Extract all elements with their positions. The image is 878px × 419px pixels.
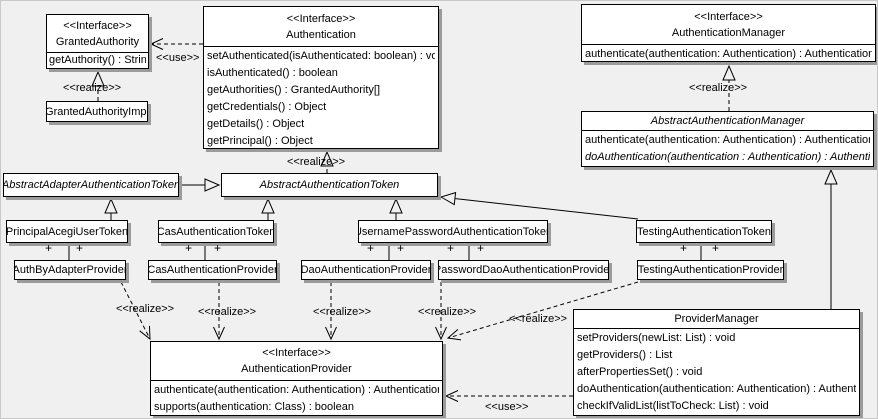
- association-end-plus: +: [397, 241, 405, 255]
- realize-label: <<realize>>: [116, 303, 175, 315]
- class-name: AbstractAuthenticationManager: [650, 115, 805, 127]
- realize-label: <<realize>>: [689, 82, 748, 94]
- class-name: UsernamePasswordAuthenticationToken: [358, 225, 548, 238]
- stereotype-label: <<Interface>>: [63, 20, 132, 32]
- class-authentication-manager[interactable]: <<Interface>> AuthenticationManager auth…: [581, 4, 876, 62]
- class-name: AuthenticationManager: [671, 27, 786, 39]
- class-granted-authority[interactable]: <<Interface>> GrantedAuthority getAuthor…: [46, 14, 149, 69]
- class-abstract-adapter-authentication-token[interactable]: AbstractAdapterAuthenticationToken: [3, 173, 179, 197]
- class-abstract-authentication-manager[interactable]: AbstractAuthenticationManager authentica…: [581, 111, 874, 167]
- class-authentication-provider[interactable]: <<Interface>> AuthenticationProvider aut…: [150, 341, 443, 416]
- use-label: <<use>>: [156, 52, 200, 64]
- realize-label: <<realize>>: [287, 156, 346, 168]
- class-name: DaoAuthenticationProvider: [301, 264, 431, 276]
- class-name: AuthenticationProvider: [241, 363, 352, 375]
- association-end-plus: +: [45, 241, 53, 255]
- association-end-plus: +: [214, 241, 222, 255]
- method: checkIfValidList(listToCheck: List) : vo…: [577, 400, 769, 412]
- class-name: PrincipalAcegiUserToken: [6, 225, 128, 238]
- class-name: CasAuthenticationToken: [158, 225, 274, 238]
- edge-realize-authbyadapter-provider: [120, 281, 151, 341]
- realize-label: <<realize>>: [198, 306, 257, 318]
- class-name: AuthByAdapterProvider: [14, 264, 126, 276]
- class-username-password-authentication-token[interactable]: UsernamePasswordAuthenticationToken: [358, 220, 548, 243]
- class-granted-authority-impl[interactable]: GrantedAuthorityImpl: [46, 101, 148, 122]
- method: getPrincipal() : Object: [207, 135, 313, 147]
- class-provider-manager[interactable]: ProviderManager setProviders(newList: Li…: [573, 309, 860, 416]
- realize-label: <<realize>>: [509, 313, 568, 325]
- method: authenticate(authentication: Authenticat…: [585, 48, 872, 60]
- method: supports(authentication: Class) : boolea…: [154, 401, 354, 413]
- class-testing-authentication-provider[interactable]: TestingAuthenticationProvider: [637, 260, 784, 280]
- realize-label: <<realize>>: [418, 306, 477, 318]
- class-name: GrantedAuthorityImpl: [46, 105, 148, 118]
- class-password-dao-authentication-provider[interactable]: PasswordDaoAuthenticationProvider: [438, 260, 609, 280]
- class-auth-by-adapter-provider[interactable]: AuthByAdapterProvider: [14, 260, 126, 280]
- class-name: TestingAuthenticationToken: [637, 225, 771, 238]
- method: getDetails() : Object: [207, 118, 305, 130]
- method: setAuthenticated(isAuthenticated: boolea…: [207, 50, 435, 62]
- association-end-plus: +: [76, 241, 84, 255]
- method: isAuthenticated() : boolean: [207, 67, 338, 79]
- association-end-plus: +: [680, 241, 688, 255]
- method: getCredentials() : Object: [207, 101, 327, 113]
- class-cas-authentication-token[interactable]: CasAuthenticationToken: [158, 220, 274, 243]
- class-name: GrantedAuthority: [55, 36, 140, 48]
- realize-label: <<realize>>: [313, 306, 372, 318]
- stereotype-label: <<Interface>>: [286, 13, 356, 25]
- association-end-plus: +: [367, 241, 375, 255]
- class-name: CasAuthenticationProvider: [148, 264, 277, 276]
- class-authentication[interactable]: <<Interface>> Authentication setAuthenti…: [203, 6, 439, 149]
- use-label: <<use>>: [485, 401, 529, 413]
- class-cas-authentication-provider[interactable]: CasAuthenticationProvider: [148, 260, 277, 280]
- method: getProviders() : List: [577, 349, 673, 361]
- association-end-plus: +: [712, 241, 720, 255]
- edge-realize-testing-provider: [446, 281, 639, 341]
- class-name: Authentication: [286, 29, 356, 41]
- class-testing-authentication-token[interactable]: TestingAuthenticationToken: [636, 220, 772, 243]
- association-end-plus: +: [185, 241, 193, 255]
- realize-label: <<realize>>: [63, 82, 122, 94]
- method: getAuthorities() : GrantedAuthority[]: [207, 84, 381, 96]
- association-end-plus: +: [447, 241, 455, 255]
- class-dao-authentication-provider[interactable]: DaoAuthenticationProvider: [301, 260, 431, 280]
- stereotype-label: <<Interface>>: [262, 347, 331, 359]
- method: authenticate(authentication: Authenticat…: [154, 384, 439, 396]
- method: authenticate(authentication: Authenticat…: [585, 134, 870, 146]
- association-end-plus: +: [477, 241, 485, 255]
- class-name: AbstractAuthenticationToken: [259, 179, 400, 191]
- class-name: TestingAuthenticationProvider: [637, 264, 784, 276]
- method: setProviders(newList: List) : void: [577, 332, 736, 344]
- method: getAuthority() : String: [49, 54, 146, 66]
- edge-generalization-testing-token: [439, 191, 639, 220]
- method: doAuthentication(authentication: Authent…: [577, 383, 856, 395]
- class-name: AbstractAdapterAuthenticationToken: [3, 179, 179, 191]
- class-principal-acegi-user-token[interactable]: PrincipalAcegiUserToken: [6, 220, 128, 243]
- method: afterPropertiesSet() : void: [577, 366, 703, 378]
- class-abstract-authentication-token[interactable]: AbstractAuthenticationToken: [221, 173, 438, 197]
- method: doAuthentication(authentication : Authen…: [585, 151, 870, 163]
- class-name: ProviderManager: [674, 313, 759, 325]
- class-name: PasswordDaoAuthenticationProvider: [438, 264, 609, 276]
- stereotype-label: <<Interface>>: [694, 11, 763, 23]
